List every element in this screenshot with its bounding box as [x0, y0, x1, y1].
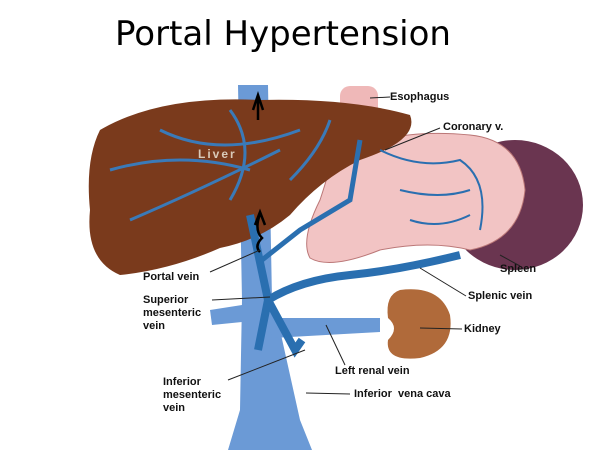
arrow-icon — [253, 208, 267, 253]
label-spleen: Spleen — [500, 263, 537, 275]
label-liver: Liver — [198, 147, 237, 161]
label-line: Superior — [143, 294, 189, 306]
kidney — [387, 289, 451, 359]
portal-vein — [246, 214, 461, 358]
label-splenic-vein: Splenic vein — [468, 290, 533, 302]
slide-title: Portal Hypertension — [115, 14, 451, 54]
coronary-vein — [260, 139, 363, 262]
stomach — [306, 129, 526, 263]
liver — [88, 99, 412, 275]
label-line: mesenteric — [143, 307, 202, 319]
label-inferior-mesenteric-vein: Inferior mesenteric vein — [163, 376, 221, 415]
arrow-icon — [251, 91, 265, 120]
label-left-renal-vein: Left renal vein — [335, 365, 410, 377]
label-line: mesenteric — [163, 389, 222, 401]
label-esophagus: Esophagus — [390, 91, 450, 103]
label-kidney: Kidney — [464, 323, 501, 335]
label-line: Inferior — [163, 376, 201, 388]
label-portal-vein: Portal vein — [143, 271, 200, 283]
label-line: vein — [163, 402, 186, 414]
label-line: vein — [143, 320, 166, 332]
label-coronary-vein: Coronary v. — [443, 121, 504, 133]
left-renal-vein — [268, 318, 380, 338]
label-inferior-vena-cava: Inferior vena cava — [354, 388, 451, 400]
label-superior-mesenteric-vein: Superior mesenteric vein — [143, 294, 201, 333]
